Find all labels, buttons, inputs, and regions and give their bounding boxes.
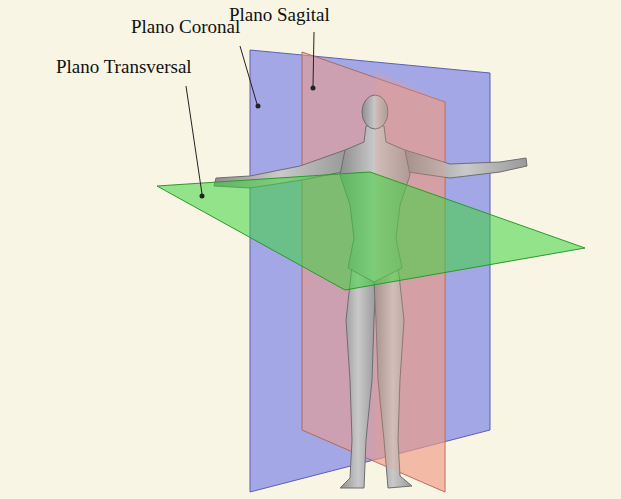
plane-label: Plano Transversal: [56, 56, 192, 78]
leader-line: [240, 46, 257, 104]
leader-dot: [311, 86, 316, 91]
leader-line: [186, 86, 202, 194]
leader-dot: [256, 104, 261, 109]
plane-label: Plano Coronal: [131, 16, 240, 38]
plane-label: Plano Sagital: [229, 4, 330, 26]
transverse-plane: [157, 172, 585, 290]
leader-dots: [200, 86, 316, 199]
leader-dot: [200, 194, 205, 199]
human-figure: [214, 95, 527, 488]
left-leg: [340, 266, 376, 488]
leader-lines: [186, 32, 314, 194]
leader-line: [313, 32, 314, 86]
